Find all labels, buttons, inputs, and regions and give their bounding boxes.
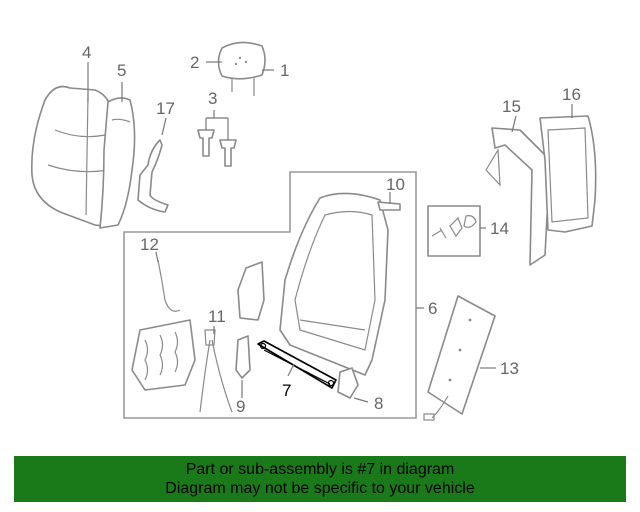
callout-12: 12 — [140, 235, 159, 254]
cable-assembly — [199, 329, 233, 413]
callout-8: 8 — [374, 394, 383, 413]
callout-14: 14 — [490, 219, 509, 238]
callout-2: 2 — [190, 53, 199, 72]
clip-9 — [235, 335, 251, 379]
callout-15: 15 — [502, 97, 521, 116]
trim-bracket — [137, 139, 169, 213]
adjuster-motor — [237, 261, 265, 321]
banner-line-2: Diagram may not be specific to your vehi… — [165, 480, 475, 497]
seatback-cover — [99, 97, 136, 229]
callout-16: 16 — [562, 85, 581, 104]
callout-10: 10 — [386, 175, 405, 194]
callout-7: 7 — [282, 381, 291, 400]
callout-13: 13 — [500, 359, 519, 378]
callout-1: 1 — [280, 61, 289, 80]
back-trim-15 — [485, 127, 551, 266]
banner-line-1: Part or sub-assembly is #7 in diagram — [185, 461, 455, 478]
callout-17: 17 — [156, 99, 175, 118]
seatback-cushion — [30, 85, 113, 227]
frame-group-outline — [123, 171, 417, 419]
callout-5: 5 — [117, 61, 126, 80]
callout-9: 9 — [236, 397, 245, 416]
callout-6: 6 — [428, 299, 437, 318]
callout-4: 4 — [82, 43, 91, 62]
callout-3: 3 — [208, 89, 217, 108]
callout-11: 11 — [208, 307, 226, 326]
part-info-banner: Part or sub-assembly is #7 in diagram Di… — [14, 456, 626, 502]
leader-lines — [87, 61, 573, 403]
part-7-rod — [257, 340, 337, 389]
headrest — [217, 41, 266, 96]
parts-diagram: 1 2 3 4 5 6 7 8 9 10 11 12 13 14 15 16 1… — [30, 41, 597, 421]
hardware-kit — [427, 205, 481, 257]
back-panel-16 — [539, 115, 597, 233]
heater-element — [423, 295, 496, 421]
bracket-10 — [377, 201, 401, 211]
lumbar-spring — [131, 259, 196, 391]
recliner-cover — [337, 367, 359, 399]
headrest-guides — [197, 129, 237, 167]
seatback-frame — [279, 192, 389, 376]
